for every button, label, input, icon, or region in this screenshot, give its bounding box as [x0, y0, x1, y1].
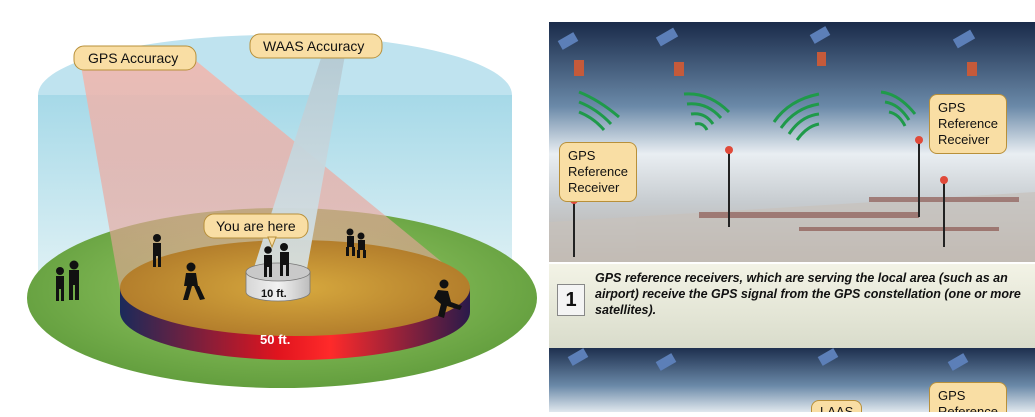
person-icon: [153, 234, 161, 267]
accuracy-diagram-svg: 10 ft. 50 ft. GPS Accuracy WAAS Accuracy…: [27, 33, 537, 388]
satellite-icon: [567, 348, 589, 366]
satellite-icon: [947, 353, 969, 371]
step-caption: 1 GPS reference receivers, which are ser…: [549, 262, 1035, 348]
satellite-icons-bottom: [567, 348, 969, 371]
laas-partial-label: LAAS: [811, 400, 863, 412]
satellite-icon: [655, 353, 677, 371]
satellite-icon: [655, 27, 684, 76]
gps-accuracy-beam: [80, 60, 470, 290]
gps-accuracy-callout: GPS Accuracy: [73, 45, 197, 71]
outer-radius-label: 50 ft.: [260, 332, 290, 347]
step-number: 1: [557, 284, 585, 316]
laas-panel: GPS Reference Receiver GPS Reference Rec…: [549, 22, 1035, 412]
you-are-here-callout: You are here: [203, 213, 309, 249]
receiver-label-right: GPS Reference Receiver: [929, 94, 1007, 154]
running-person-icon: [434, 279, 462, 318]
waas-accuracy-label: WAAS Accuracy: [263, 38, 364, 54]
receiver-label-left: GPS Reference Receiver: [559, 142, 637, 202]
gps-accuracy-label: GPS Accuracy: [88, 50, 178, 66]
couple-icon: [56, 260, 79, 301]
satellite-icons: [557, 26, 977, 76]
signal-waves: [578, 90, 917, 141]
satellite-icon: [557, 32, 584, 76]
laas-panel-svg: [549, 22, 1035, 412]
you-are-here-label: You are here: [216, 218, 296, 234]
inner-radius-label: 10 ft.: [261, 288, 287, 300]
ten-foot-cylinder: [245, 262, 311, 302]
step-text: GPS reference receivers, which are servi…: [595, 271, 1021, 317]
satellite-icon: [952, 29, 977, 76]
satellite-icon: [809, 26, 831, 66]
walking-person-icon: [183, 262, 205, 300]
pair-icon: [346, 228, 366, 258]
satellite-icon: [817, 348, 839, 366]
accuracy-diagram: 10 ft. 50 ft. GPS Accuracy WAAS Accuracy…: [27, 33, 537, 388]
waas-accuracy-callout: WAAS Accuracy: [249, 33, 383, 59]
people-silhouettes: [56, 228, 462, 318]
you-pair-icon: [264, 243, 289, 277]
receiver-label-bottom-right: GPS Reference: [929, 382, 1007, 412]
